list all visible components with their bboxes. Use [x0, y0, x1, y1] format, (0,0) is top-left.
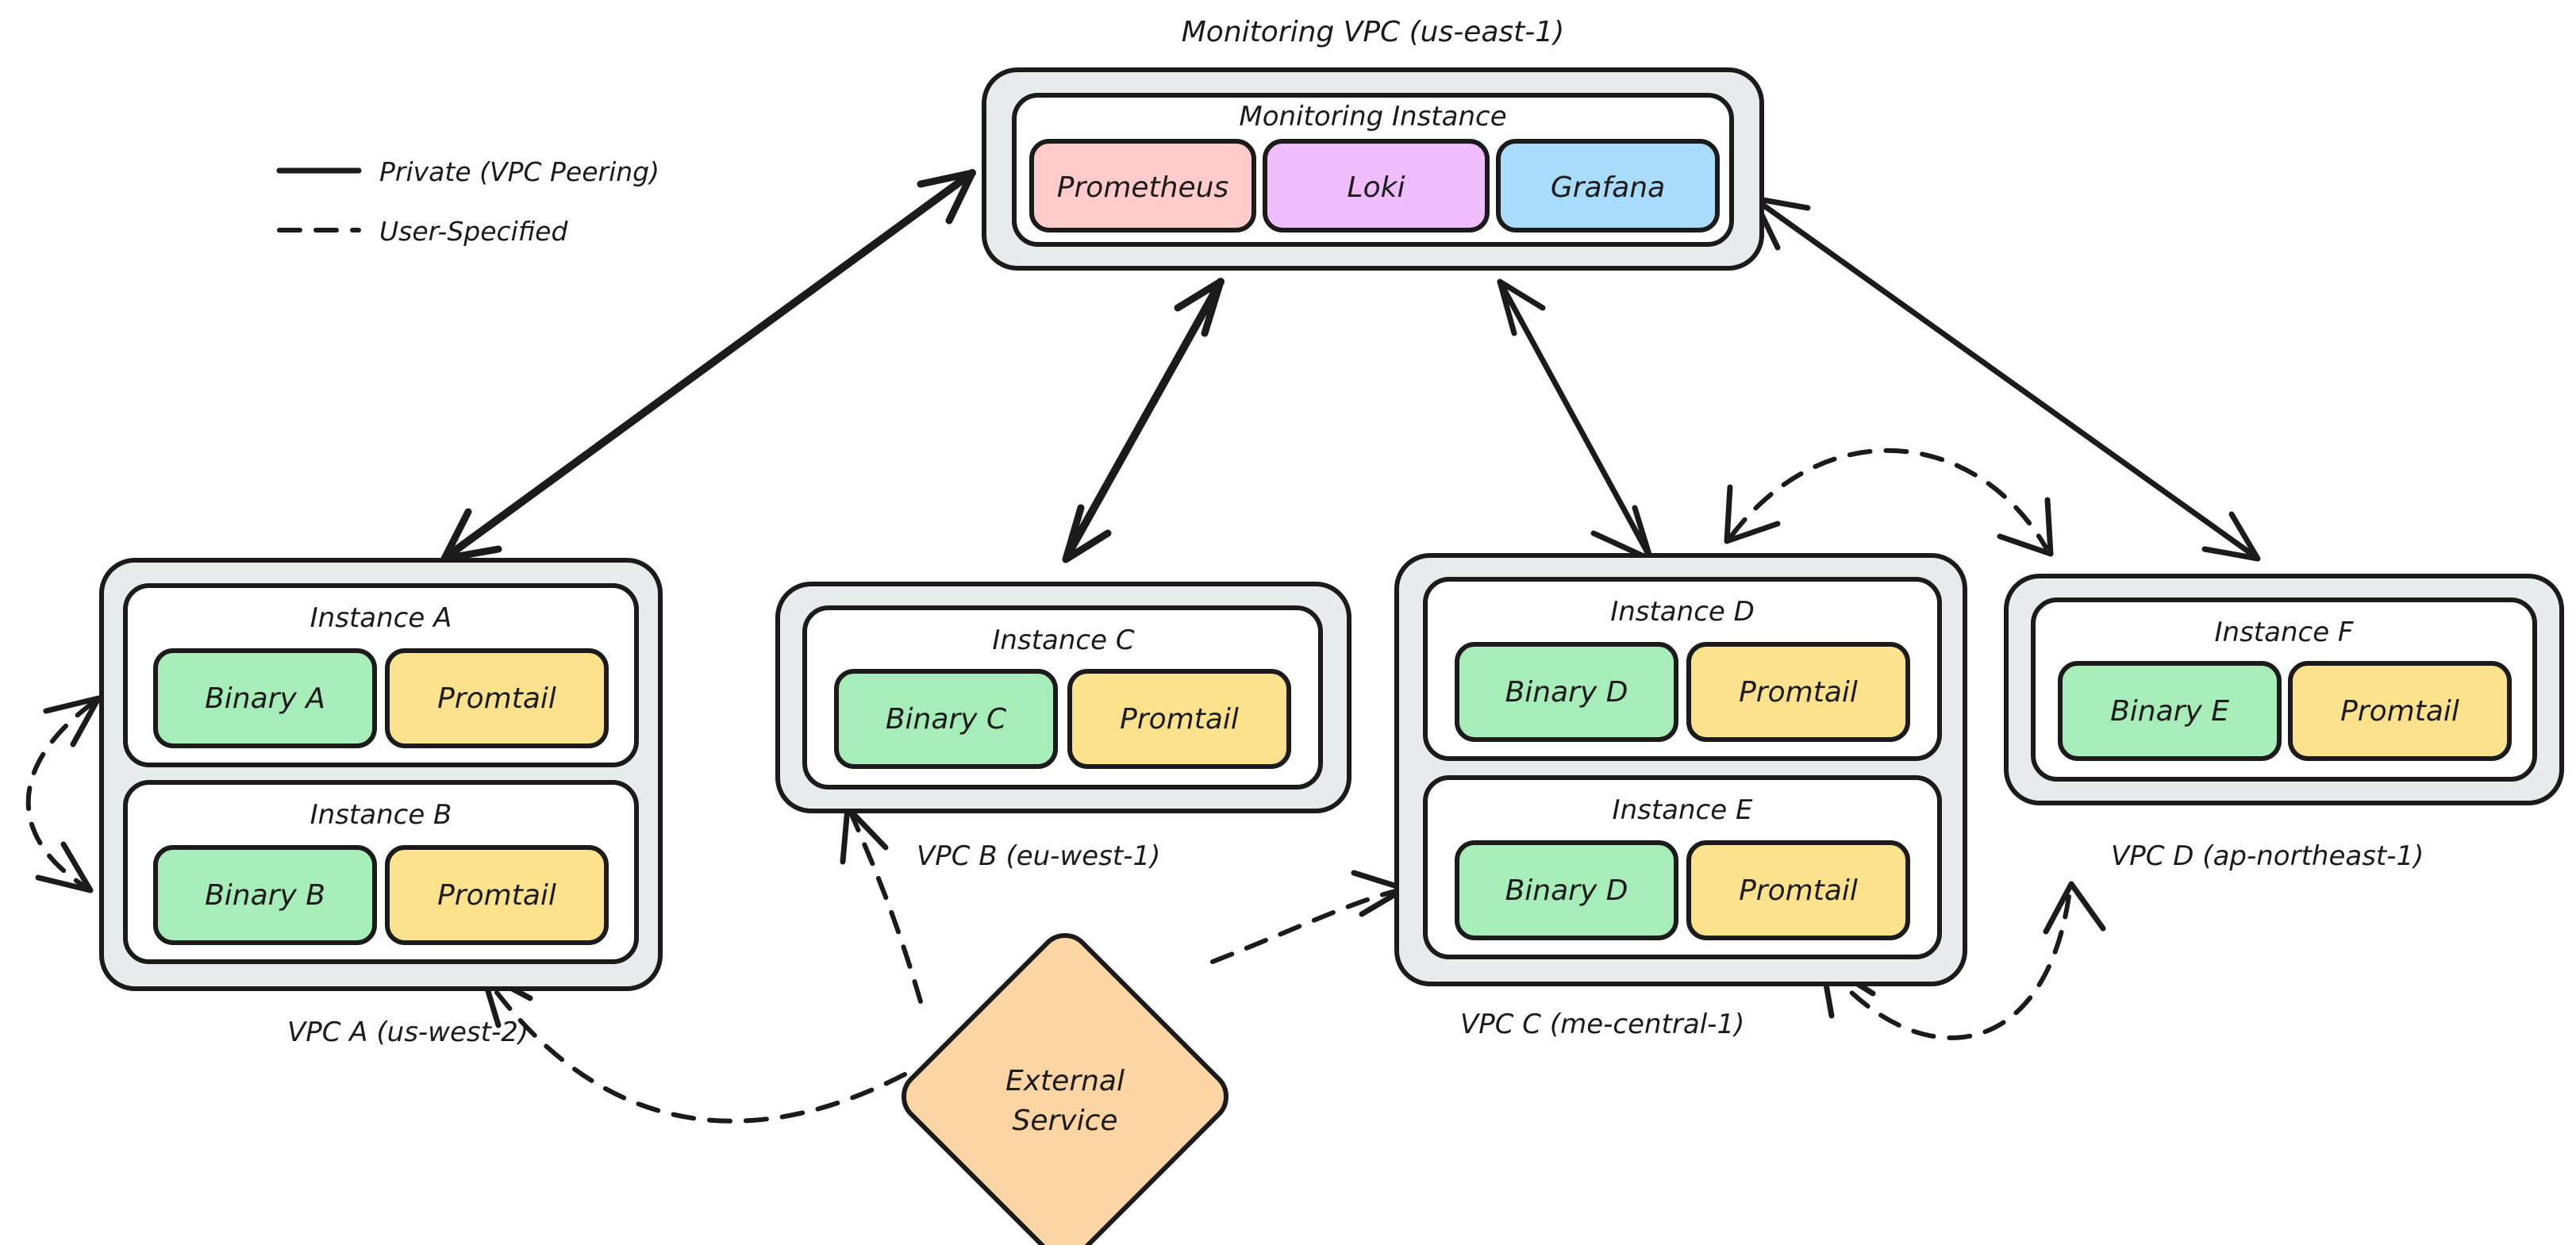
edge-external-to-vpc-b — [840, 805, 923, 1004]
external-service-label-line2: Service — [1012, 1105, 1117, 1137]
promtail-f-label: Promtail — [2340, 695, 2459, 728]
promtail-d[interactable]: Promtail — [1686, 642, 1910, 742]
edge-monitoring-to-vpc-a — [440, 169, 976, 563]
monitoring-instance-label: Monitoring Instance — [1239, 101, 1506, 133]
instance-d[interactable]: Instance D Binary D Promtail — [1423, 577, 1942, 761]
legend-item-private: Private (VPC Peering) — [276, 156, 659, 187]
promtail-c-box[interactable] — [1067, 669, 1291, 769]
promtail-e-label: Promtail — [1739, 874, 1858, 907]
binary-d[interactable]: Binary D — [1455, 642, 1678, 742]
prometheus-box[interactable] — [1029, 139, 1256, 232]
instance-c[interactable]: Instance C Binary C Promtail — [802, 605, 1323, 790]
binary-a[interactable]: Binary A — [153, 648, 377, 748]
legend: Private (VPC Peering) User-Specified — [276, 156, 659, 247]
vpc-b-label: VPC B (eu-west-1) — [917, 840, 1160, 872]
grafana-label: Grafana — [1551, 171, 1665, 204]
instance-f[interactable]: Instance F Binary E Promtail — [2031, 598, 2537, 782]
loki-label: Loki — [1348, 171, 1405, 204]
monitoring-vpc[interactable]: Monitoring VPC (us-east-1) Monitoring In… — [982, 16, 1764, 271]
instance-b[interactable]: Instance B Binary B Promtail — [123, 780, 639, 964]
external-service[interactable]: External Service — [902, 933, 1228, 1245]
external-service-label-line1: External — [1005, 1065, 1125, 1097]
vpc-a[interactable]: VPC A (us-west-2) Instance A Binary A Pr… — [99, 558, 663, 1048]
promtail-a-label: Promtail — [437, 682, 556, 715]
promtail-a-box[interactable] — [385, 648, 609, 748]
binary-c[interactable]: Binary C — [834, 669, 1058, 769]
instance-e-label: Instance E — [1613, 794, 1753, 826]
promtail-b[interactable]: Promtail — [385, 845, 609, 945]
legend-label-private: Private (VPC Peering) — [379, 156, 659, 187]
component-prometheus[interactable]: Prometheus — [1029, 139, 1256, 232]
instance-d-label: Instance D — [1610, 596, 1755, 628]
component-grafana[interactable]: Grafana — [1496, 139, 1720, 232]
vpc-a-label: VPC A (us-west-2) — [287, 1016, 529, 1048]
binary-b-box[interactable] — [153, 845, 377, 945]
vpc-d-label: VPC D (ap-northeast-1) — [2111, 840, 2424, 872]
promtail-e[interactable]: Promtail — [1686, 840, 1910, 940]
monitoring-vpc-label: Monitoring VPC (us-east-1) — [1182, 16, 1565, 48]
binary-e-slot[interactable]: Binary D — [1455, 840, 1678, 940]
promtail-d-label: Promtail — [1739, 676, 1858, 709]
instance-e-binary-label: Binary D — [1505, 874, 1628, 907]
loki-box[interactable] — [1263, 139, 1490, 232]
legend-item-user-specified: User-Specified — [277, 216, 568, 247]
instance-f-label: Instance F — [2215, 617, 2354, 648]
vpc-d[interactable]: VPC D (ap-northeast-1) Instance F Binary… — [2004, 574, 2564, 872]
instance-a-label: Instance A — [310, 602, 452, 634]
promtail-b-label: Promtail — [437, 879, 556, 912]
legend-label-user-specified: User-Specified — [379, 216, 568, 247]
binary-f-slot[interactable]: Binary E — [2058, 661, 2282, 761]
promtail-b-box[interactable] — [385, 845, 609, 945]
promtail-a[interactable]: Promtail — [385, 648, 609, 748]
binary-b-label: Binary B — [205, 879, 325, 912]
promtail-f-box[interactable] — [2288, 661, 2512, 761]
edge-monitoring-to-vpc-b — [1062, 278, 1225, 563]
promtail-c-label: Promtail — [1120, 703, 1239, 736]
instance-f-binary-box[interactable] — [2058, 661, 2282, 761]
binary-c-label: Binary C — [886, 703, 1007, 736]
promtail-f[interactable]: Promtail — [2288, 661, 2512, 761]
binary-d-label: Binary D — [1505, 676, 1628, 709]
vpc-b[interactable]: VPC B (eu-west-1) Instance C Binary C Pr… — [775, 582, 1351, 872]
binary-a-label: Binary A — [205, 682, 325, 715]
instance-c-label: Instance C — [992, 624, 1134, 656]
grafana-box[interactable] — [1496, 139, 1720, 232]
vpc-c[interactable]: VPC C (me-central-1) Instance D Binary D… — [1394, 553, 1967, 1040]
instance-a[interactable]: Instance A Binary A Promtail — [123, 583, 639, 767]
component-loki[interactable]: Loki — [1263, 139, 1490, 232]
prometheus-label: Prometheus — [1057, 171, 1228, 204]
binary-b[interactable]: Binary B — [153, 845, 377, 945]
binary-c-box[interactable] — [834, 669, 1058, 769]
promtail-c[interactable]: Promtail — [1067, 669, 1291, 769]
promtail-d-box[interactable] — [1686, 642, 1910, 742]
monitoring-instance[interactable]: Monitoring Instance Prometheus Loki Graf… — [1012, 93, 1734, 247]
instance-e[interactable]: Instance E Binary D Promtail — [1423, 775, 1942, 959]
vpc-c-label: VPC C (me-central-1) — [1460, 1009, 1744, 1040]
instance-f-binary-label: Binary E — [2110, 695, 2229, 728]
binary-d-box[interactable] — [1455, 642, 1678, 742]
edge-monitoring-to-vpc-c — [1497, 279, 1654, 563]
edge-instance-a-to-instance-b — [25, 695, 102, 893]
instance-b-label: Instance B — [310, 799, 452, 831]
external-service-diamond[interactable] — [902, 933, 1228, 1245]
instance-e-binary-box[interactable] — [1455, 840, 1678, 940]
promtail-e-box[interactable] — [1686, 840, 1910, 940]
edge-vpc-c-to-vpc-d-upper — [1724, 448, 2054, 557]
binary-a-box[interactable] — [153, 648, 377, 748]
